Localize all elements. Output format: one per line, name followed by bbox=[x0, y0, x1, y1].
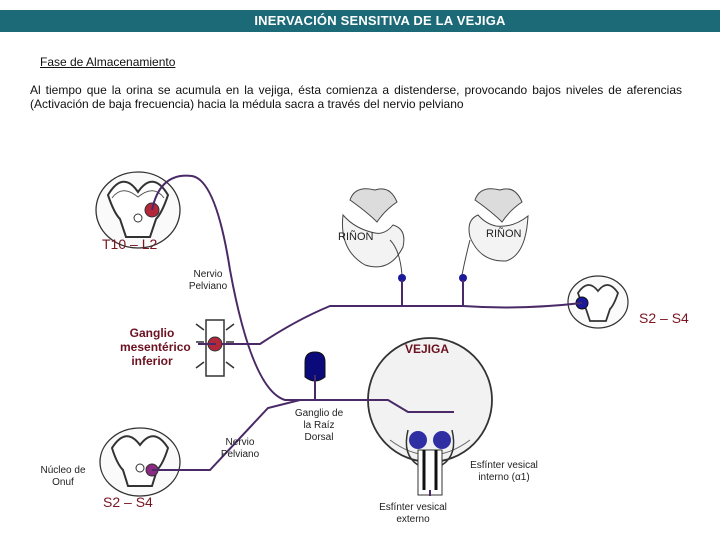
label-internal-sphincter: Esfínter vesical interno (α1) bbox=[470, 460, 538, 483]
spinal-cord-s2-s4-left bbox=[99, 427, 181, 497]
dorsal-root-ganglion-icon bbox=[304, 351, 326, 382]
intro-paragraph: Al tiempo que la orina se acumula en la … bbox=[30, 83, 682, 111]
label-kidney-left: RIÑON bbox=[338, 231, 374, 243]
label-s2-s4-right: S2 – S4 bbox=[639, 310, 689, 326]
title-banner: INERVACIÓN SENSITIVA DE LA VEJIGA bbox=[0, 0, 720, 38]
label-s2-s4-left: S2 – S4 bbox=[103, 494, 153, 510]
label-onuf: Núcleo de Onuf bbox=[40, 465, 86, 488]
label-mesenteric-ganglion: Ganglio mesentérico inferior bbox=[120, 326, 191, 368]
label-t10-l2: T10 – L2 bbox=[102, 236, 158, 252]
internal-sphincter-neuron bbox=[433, 431, 451, 449]
page-title: INERVACIÓN SENSITIVA DE LA VEJIGA bbox=[254, 13, 506, 28]
spinal-cord-t10-l2 bbox=[95, 171, 181, 249]
label-bladder: VEJIGA bbox=[405, 342, 450, 356]
label-nerve-bottom: Nervio Pelviano bbox=[220, 437, 260, 460]
kidney-right bbox=[461, 188, 529, 276]
label-kidney-right: RIÑON bbox=[486, 228, 522, 240]
kidney-left bbox=[341, 188, 405, 276]
internal-sphincter-neuron-left bbox=[409, 431, 427, 449]
label-nerve-top: Nervio Pelviano bbox=[188, 269, 228, 292]
ureter-right-dot bbox=[459, 274, 467, 282]
nerve-paths bbox=[151, 174, 583, 496]
spinal-cord-s2-s4-right bbox=[567, 275, 629, 329]
ureter-left-dot bbox=[398, 274, 406, 282]
label-dorsal-root-ganglion: Ganglio de la Raíz Dorsal bbox=[294, 408, 344, 443]
phase-title: Fase de Almacenamiento bbox=[40, 55, 176, 69]
label-external-sphincter: Esfínter vesical externo bbox=[379, 502, 447, 525]
